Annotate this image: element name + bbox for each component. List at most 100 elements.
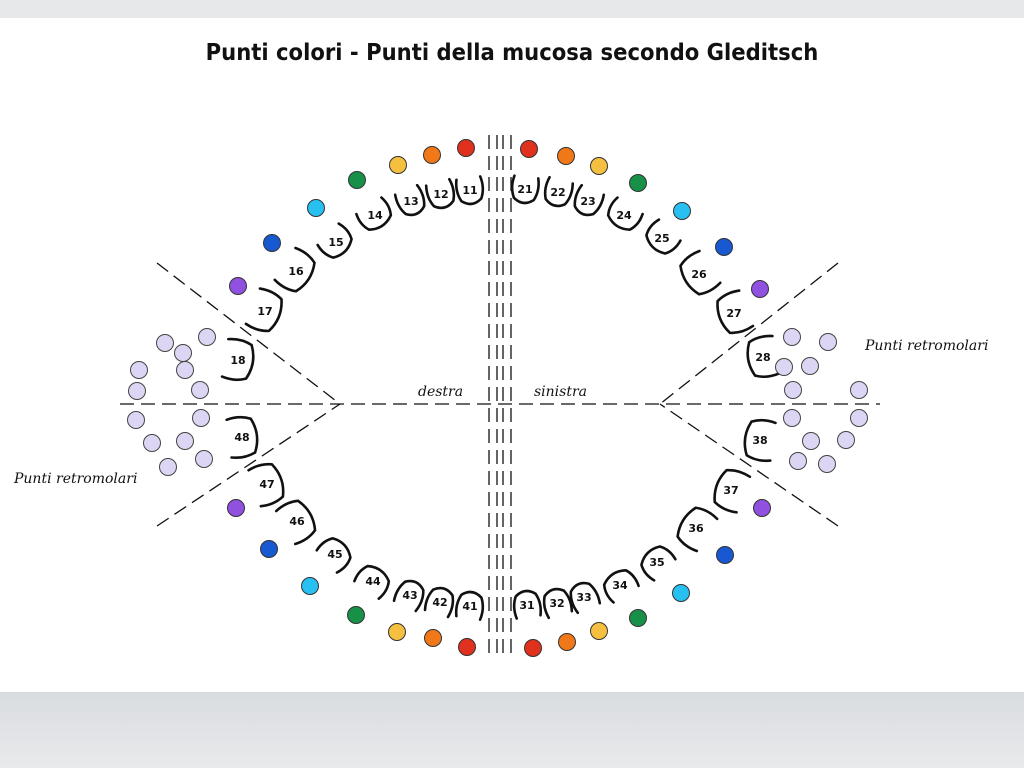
retromolar-point [818, 455, 836, 473]
tooth-outline [573, 183, 606, 217]
tooth-number-16: 16 [288, 265, 304, 278]
point-cyan-upper-right [307, 199, 325, 217]
tooth-number-46: 46 [289, 515, 305, 528]
tooth-22 [543, 175, 575, 208]
tooth-outline [640, 545, 677, 582]
tooth-number-31: 31 [519, 599, 534, 612]
tooth-number-38: 38 [752, 434, 767, 447]
point-yellow-lower-left [590, 622, 608, 640]
retromolar-point [837, 431, 855, 449]
retromolar-point [775, 358, 793, 376]
tooth-number-15: 15 [328, 236, 343, 249]
tooth-25 [645, 218, 682, 255]
tooth-outline [510, 174, 540, 205]
tooth-14 [355, 196, 393, 231]
point-blue-upper-right [263, 234, 281, 252]
tooth-outline [569, 581, 602, 615]
tooth-15 [316, 222, 353, 259]
tooth-33 [569, 581, 602, 615]
tooth-41 [454, 590, 485, 621]
retromolar-point [195, 450, 213, 468]
tooth-outline [273, 246, 316, 293]
tooth-number-45: 45 [327, 548, 342, 561]
tooth-number-18: 18 [230, 354, 245, 367]
retromolar-point [130, 361, 148, 379]
tooth-outline [244, 287, 283, 333]
slide-title: Punti colori - Punti della mucosa second… [205, 40, 819, 66]
tooth-outline [543, 175, 575, 208]
point-yellow-upper-left [590, 157, 608, 175]
tooth-outline [713, 468, 752, 514]
tooth-number-14: 14 [367, 209, 383, 222]
tooth-outline [274, 499, 317, 546]
retromolar-point [783, 409, 801, 427]
tooth-outline [316, 222, 353, 259]
tooth-44 [353, 564, 391, 600]
tooth-11 [454, 175, 485, 206]
tooth-number-42: 42 [432, 596, 447, 609]
point-orange-upper-left [557, 147, 575, 165]
tooth-48 [225, 415, 259, 460]
tooth-23 [573, 183, 606, 217]
point-green-lower-right [347, 606, 365, 624]
tooth-outline [392, 579, 425, 613]
point-yellow-upper-right [389, 156, 407, 174]
tooth-outline [746, 334, 781, 379]
tooth-outline [315, 536, 352, 574]
tooth-28 [746, 334, 781, 379]
tooth-45 [315, 536, 352, 574]
tooth-26 [679, 249, 722, 296]
tooth-47 [247, 462, 285, 508]
tooth-number-27: 27 [726, 307, 741, 320]
tooth-outline [679, 249, 722, 296]
tooth-number-22: 22 [550, 186, 565, 199]
point-red-lower-left [524, 639, 542, 657]
point-orange-lower-left [558, 633, 576, 651]
tooth-number-41: 41 [462, 600, 477, 613]
point-blue-lower-right [260, 540, 278, 558]
tooth-number-21: 21 [517, 183, 532, 196]
tooth-13 [393, 183, 426, 217]
point-green-upper-right [348, 171, 366, 189]
slide [0, 18, 1024, 692]
retromolar-line-right-lower [156, 403, 341, 527]
retromolar-line-left-lower [659, 403, 839, 527]
tooth-number-23: 23 [580, 195, 595, 208]
tooth-outline [716, 289, 755, 335]
tooth-16 [273, 246, 316, 293]
tooth-27 [716, 289, 755, 335]
point-orange-lower-right [424, 629, 442, 647]
retromolar-point [176, 361, 194, 379]
tooth-18 [220, 337, 255, 382]
tooth-46 [274, 499, 317, 546]
guide-lines [120, 135, 880, 656]
tooth-outline [602, 569, 640, 604]
label-retromolari-left: Punti retromolari [13, 471, 137, 487]
point-blue-lower-left [716, 546, 734, 564]
tooth-35 [640, 545, 677, 582]
retromolar-line-right-upper [156, 262, 341, 405]
tooth-number-35: 35 [649, 556, 664, 569]
tooth-42 [423, 586, 455, 619]
tooth-number-12: 12 [433, 188, 448, 201]
tooth-number-13: 13 [403, 195, 418, 208]
tooth-outline [423, 586, 455, 619]
tooth-number-33: 33 [576, 591, 591, 604]
color-points [127, 139, 868, 657]
tooth-12 [424, 177, 456, 210]
tooth-38 [743, 418, 777, 463]
tooth-37 [713, 468, 752, 514]
tooth-outline [353, 564, 391, 600]
point-green-lower-left [629, 609, 647, 627]
tooth-outline [393, 183, 426, 217]
point-yellow-lower-right [388, 623, 406, 641]
tooth-outline [424, 177, 456, 210]
retromolar-point [850, 381, 868, 399]
retromolar-point [176, 432, 194, 450]
tooth-outline [247, 462, 285, 508]
retromolar-point [191, 381, 209, 399]
point-cyan-lower-right [301, 577, 319, 595]
retromolar-point [198, 328, 216, 346]
tooth-number-32: 32 [549, 597, 564, 610]
point-violet-upper-left [751, 280, 769, 298]
